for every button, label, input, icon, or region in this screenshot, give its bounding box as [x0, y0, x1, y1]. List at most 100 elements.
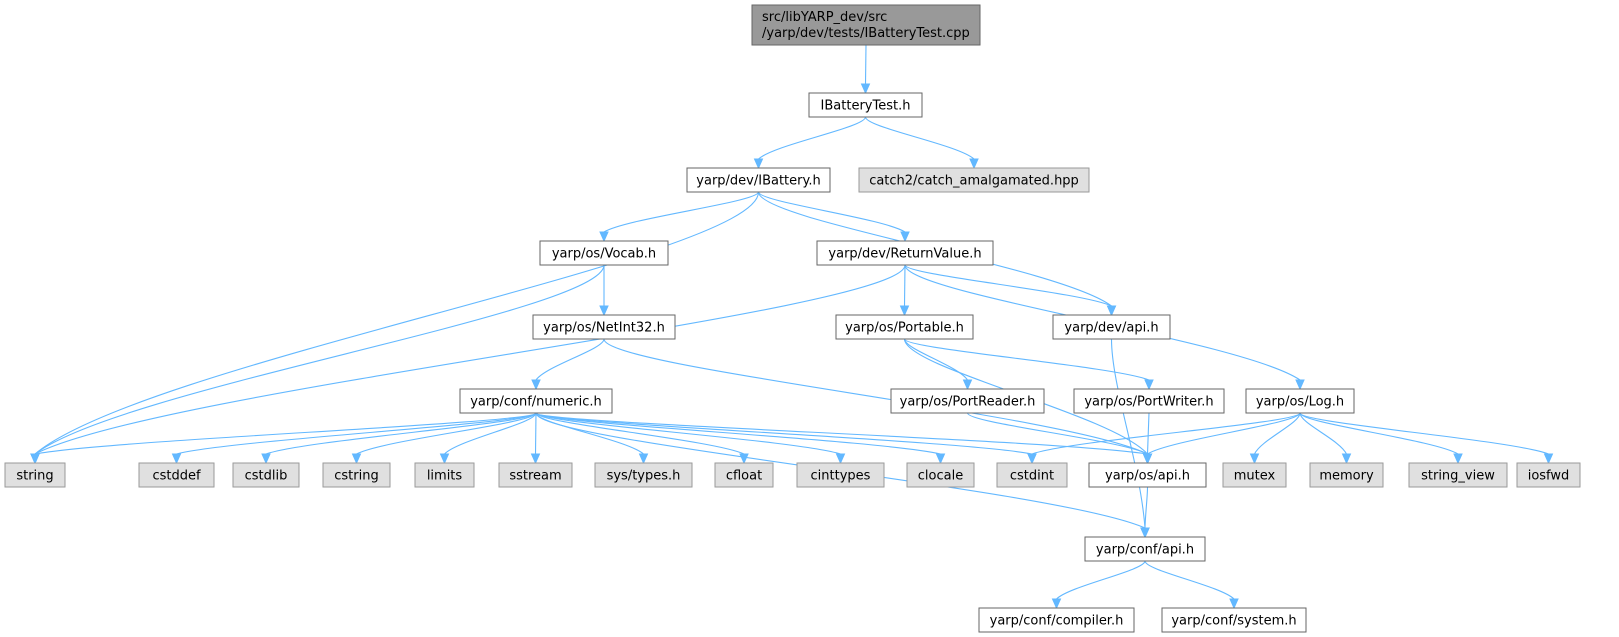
edge-numeric_h-to-cfloat: [535, 412, 749, 465]
node-memory: memory: [1309, 462, 1384, 488]
edge-log_h-to-memory: [1299, 412, 1352, 465]
edges-layer: [30, 44, 1554, 610]
edge-arrowhead: [1051, 598, 1062, 610]
edge-arrowhead: [1140, 527, 1150, 539]
edge-confapi_h-to-compiler_h: [1051, 560, 1146, 610]
node-portable_h[interactable]: yarp/os/Portable.h: [835, 314, 974, 340]
edge-numeric_h-to-cinttypes: [535, 412, 846, 465]
edge-arrowhead: [969, 158, 979, 170]
node-root[interactable]: src/libYARP_dev/src/yarp/dev/tests/IBatt…: [751, 4, 981, 46]
node-box: [1161, 607, 1307, 633]
edge-numeric_h-to-string: [30, 412, 537, 465]
node-box: [138, 462, 215, 488]
node-portreader_h[interactable]: yarp/os/PortReader.h: [890, 388, 1045, 414]
node-ibattery_h[interactable]: yarp/dev/IBattery.h: [686, 167, 831, 193]
node-label: iosfwd: [1528, 469, 1570, 484]
node-box: [858, 167, 1090, 193]
node-netint32_h[interactable]: yarp/os/NetInt32.h: [532, 314, 676, 340]
edge-arrowhead: [860, 83, 871, 95]
node-systypes: sys/types.h: [594, 462, 693, 488]
node-returnvalue_h[interactable]: yarp/dev/ReturnValue.h: [816, 240, 994, 266]
node-cstring: cstring: [322, 462, 391, 488]
node-sstream: sstream: [498, 462, 573, 488]
node-box: [322, 462, 391, 488]
edge-arrowhead: [753, 158, 764, 170]
node-box: [594, 462, 693, 488]
node-box: [1084, 536, 1206, 562]
edge-netint32_h-to-numeric_h: [531, 338, 605, 391]
node-label: cstddef: [152, 469, 201, 484]
node-box: [459, 388, 613, 414]
edge-arrowhead: [1543, 453, 1554, 465]
node-confapi_h[interactable]: yarp/conf/api.h: [1084, 536, 1206, 562]
node-system_h[interactable]: yarp/conf/system.h: [1161, 607, 1307, 633]
edge-arrowhead: [1142, 453, 1153, 465]
node-label: clocale: [918, 469, 963, 484]
node-box: [996, 462, 1068, 488]
edge-ibatterytest_h-to-ibattery_h: [753, 116, 867, 170]
node-log_h[interactable]: yarp/os/Log.h: [1245, 388, 1355, 414]
edge-arrowhead: [1229, 598, 1239, 610]
node-label: limits: [427, 469, 463, 484]
node-box: [808, 92, 923, 118]
edge-numeric_h-to-cstring: [351, 412, 537, 465]
edge-log_h-to-string_view: [1299, 412, 1463, 465]
node-string: string: [4, 462, 66, 488]
edge-portreader_h-to-osapi_h: [966, 412, 1153, 465]
edge-arrowhead: [30, 453, 40, 465]
node-portwriter_h[interactable]: yarp/os/PortWriter.h: [1073, 388, 1225, 414]
node-box: [414, 462, 475, 488]
node-label: yarp/conf/numeric.h: [470, 395, 602, 410]
edge-arrowhead: [261, 453, 271, 465]
node-box: [1516, 462, 1581, 488]
node-box: [978, 607, 1135, 633]
node-ibatterytest_h[interactable]: IBatteryTest.h: [808, 92, 923, 118]
node-cfloat: cfloat: [714, 462, 774, 488]
edge-numeric_h-to-limits: [439, 412, 537, 465]
edge-arrowhead: [638, 453, 649, 465]
edge-log_h-to-mutex: [1249, 412, 1301, 465]
node-iosfwd: iosfwd: [1516, 462, 1581, 488]
node-box: [1309, 462, 1384, 488]
node-cinttypes: cinttypes: [796, 462, 885, 488]
edge-arrowhead: [1144, 379, 1154, 391]
edge-vocab_h-to-string: [30, 264, 605, 465]
node-label: cinttypes: [811, 469, 871, 484]
node-label: yarp/os/Vocab.h: [552, 247, 656, 262]
node-label: sstream: [509, 469, 561, 484]
edge-numeric_h-to-systypes: [535, 412, 649, 465]
node-cstddef: cstddef: [138, 462, 215, 488]
edge-arrowhead: [531, 379, 541, 391]
node-box: [498, 462, 573, 488]
edge-confapi_h-to-system_h: [1144, 560, 1239, 610]
edge-ibattery_h-to-vocab_h: [599, 191, 760, 243]
node-label: yarp/os/NetInt32.h: [543, 321, 665, 336]
edge-arrowhead: [171, 453, 182, 465]
edge-arrowhead: [899, 305, 910, 317]
node-osapi_h[interactable]: yarp/os/api.h: [1088, 462, 1207, 488]
edge-ibattery_h-to-returnvalue_h: [757, 191, 910, 243]
node-box: [1052, 314, 1171, 340]
node-label: cstring: [334, 469, 378, 484]
node-label: cstdlib: [245, 469, 288, 484]
edge-numeric_h-to-cstddef: [171, 412, 537, 465]
node-compiler_h[interactable]: yarp/conf/compiler.h: [978, 607, 1135, 633]
node-label: cfloat: [726, 469, 762, 484]
node-label: yarp/dev/api.h: [1064, 321, 1158, 336]
node-vocab_h[interactable]: yarp/os/Vocab.h: [539, 240, 669, 266]
node-box: [890, 388, 1045, 414]
node-box: [539, 240, 669, 266]
edge-returnvalue_h-to-portable_h: [899, 264, 910, 317]
edge-arrowhead: [962, 379, 973, 391]
edge-arrowhead: [1106, 305, 1117, 317]
node-box: [4, 462, 66, 488]
node-devapi_h[interactable]: yarp/dev/api.h: [1052, 314, 1171, 340]
node-box: [1222, 462, 1287, 488]
node-box: [835, 314, 974, 340]
edge-arrowhead: [1341, 453, 1352, 465]
edge-arrowhead: [1249, 453, 1260, 465]
node-label: src/libYARP_dev/src: [762, 10, 887, 25]
node-numeric_h[interactable]: yarp/conf/numeric.h: [459, 388, 613, 414]
edge-osapi_h-to-confapi_h: [1140, 486, 1150, 539]
node-box: [1073, 388, 1225, 414]
